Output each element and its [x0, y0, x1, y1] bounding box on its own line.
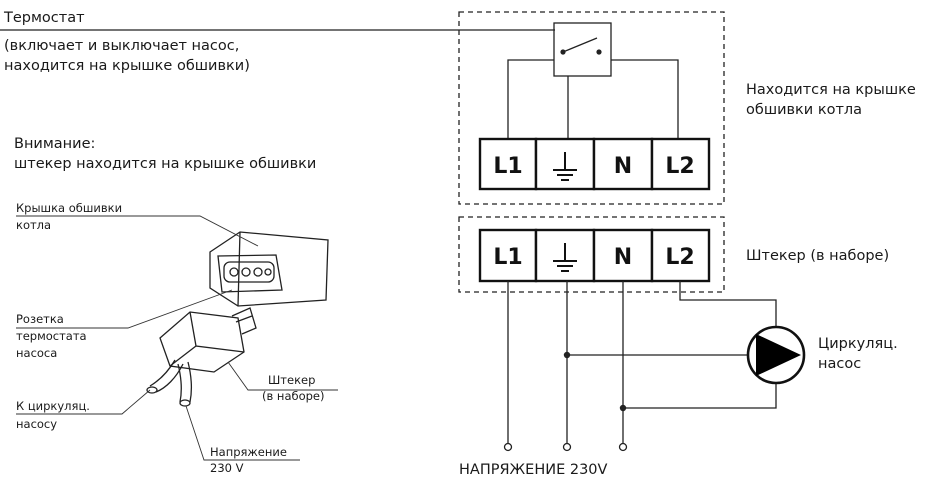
socket-label-line3: насоса	[16, 346, 57, 360]
cover-leader	[16, 215, 259, 247]
pump-label-line1: Циркуляц.	[818, 336, 898, 352]
cover-label-line2: котла	[16, 218, 51, 232]
top-terminal-L1	[478, 137, 538, 191]
top-terminal-block: L1 N L2	[478, 137, 711, 191]
top-terminal-L2	[650, 137, 711, 191]
socket-slot	[223, 261, 275, 283]
to-pump-leader	[16, 389, 151, 415]
socket-label-line1: Розетка	[16, 312, 64, 326]
switch-contact	[562, 37, 598, 53]
thermostat-title: Термостат	[3, 10, 85, 26]
socket-leader	[16, 289, 233, 329]
top-earth-icon	[553, 152, 577, 181]
plug-label-line2: (в наборе)	[262, 389, 324, 403]
supply-terminal-N	[618, 442, 628, 452]
bottom-L1-label: L1	[493, 245, 522, 270]
wire-L2-to-pump	[679, 281, 777, 327]
supply-terminal-L1	[503, 442, 513, 452]
bottom-terminal-N	[592, 228, 654, 283]
socket-label-line2: термостата	[16, 329, 87, 343]
pump-label-line2: насос	[818, 356, 861, 372]
cover-label-line1: Крышка обшивки	[16, 201, 122, 215]
top-N-label: N	[614, 154, 632, 179]
attention-title: Внимание:	[14, 136, 95, 152]
to-pump-label-line2: насосу	[16, 417, 57, 431]
top-L1-label: L1	[493, 154, 522, 179]
plug-leader	[227, 361, 338, 391]
thermostat-desc-line2: находится на крышке обшивки)	[4, 58, 250, 74]
thermostat-switch	[553, 22, 612, 77]
supply-terminal-earth	[562, 442, 572, 452]
bottom-L2-label: L2	[665, 245, 694, 270]
on-cover-label-line1: Находится на крышке	[746, 82, 916, 98]
thermostat-desc-line1: (включает и выключает насос,	[4, 38, 239, 54]
supply-voltage-label: НАПРЯЖЕНИЕ 230V	[459, 462, 608, 478]
voltage-label-line1: Напряжение	[210, 445, 287, 459]
plug-label-line1: Штекер	[268, 373, 315, 387]
bottom-N-label: N	[614, 245, 632, 270]
bottom-earth-icon	[553, 243, 577, 272]
socket-frame	[217, 254, 283, 293]
pump-icon	[746, 325, 806, 385]
voltage-label-line2: 230 V	[210, 461, 244, 475]
to-pump-label-line1: К циркуляц.	[16, 399, 90, 413]
attention-text: штекер находится на крышке обшивки	[14, 156, 316, 172]
wire-N-to-pump	[623, 383, 777, 409]
plug-illustration	[146, 231, 329, 407]
voltage-leader	[185, 405, 300, 461]
cover-boundary	[458, 11, 725, 205]
on-cover-label-line2: обшивки котла	[746, 102, 862, 118]
top-terminal-N	[592, 137, 654, 191]
top-L2-label: L2	[665, 154, 694, 179]
plug-boundary	[458, 216, 725, 293]
plug-set-label: Штекер (в наборе)	[746, 248, 889, 264]
bottom-terminal-block: L1 N L2	[478, 228, 711, 283]
